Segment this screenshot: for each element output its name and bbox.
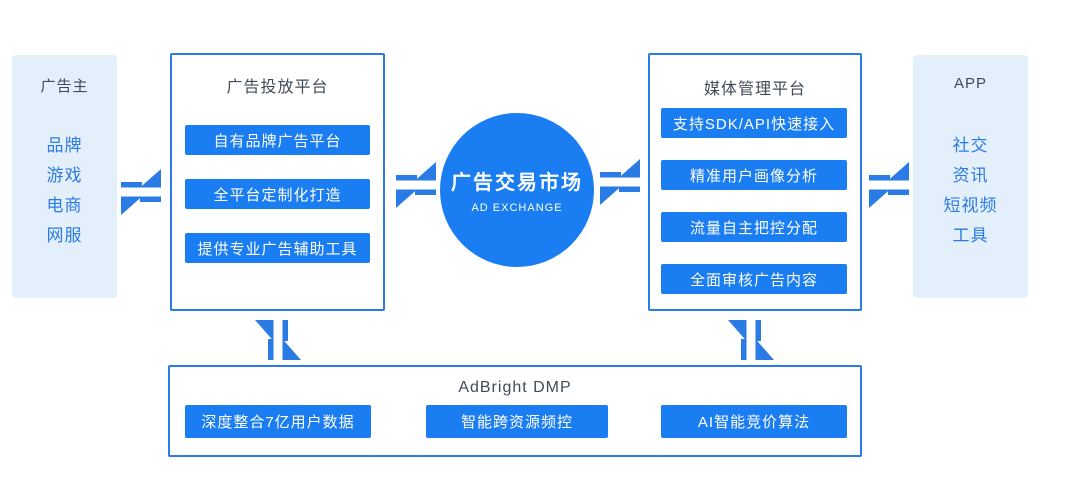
swap-vertical-icon [728, 316, 774, 364]
swap-vertical-icon [255, 316, 301, 364]
swap-horizontal-icon [600, 158, 640, 206]
ad-exchange-subtitle: AD EXCHANGE [471, 202, 563, 214]
dmp-title: AdBright DMP [458, 379, 572, 396]
ad-platform-box: 广告投放平台 自有品牌广告平台 全平台定制化打造 提供专业广告辅助工具 [170, 53, 385, 311]
app-item: 工具 [952, 226, 989, 245]
ad-platform-feature-chip: 提供专业广告辅助工具 [185, 233, 370, 263]
swap-horizontal-icon [869, 161, 909, 209]
advertiser-item: 电商 [46, 196, 83, 215]
ad-exchange-title: 广告交易市场 [451, 172, 583, 194]
dmp-feature-chip: AI智能竞价算法 [661, 405, 847, 438]
app-panel-items: 社交 资讯 短视频 工具 [913, 131, 1028, 251]
app-item: 社交 [952, 136, 989, 155]
ad-platform-title: 广告投放平台 [226, 79, 329, 96]
media-platform-box: 媒体管理平台 支持SDK/API快速接入 精准用户画像分析 流量自主把控分配 全… [648, 53, 862, 311]
swap-horizontal-icon [396, 161, 436, 209]
media-platform-feature-chip: 精准用户画像分析 [661, 160, 847, 190]
media-platform-feature-chip: 流量自主把控分配 [661, 212, 847, 242]
media-platform-feature-chip: 全面审核广告内容 [661, 264, 847, 294]
dmp-feature-chip: 智能跨资源频控 [426, 405, 608, 438]
dmp-box: AdBright DMP 深度整合7亿用户数据 智能跨资源频控 AI智能竞价算法 [168, 365, 862, 457]
advertiser-panel: 广告主 品牌 游戏 电商 网服 [12, 55, 117, 298]
advertiser-panel-items: 品牌 游戏 电商 网服 [12, 131, 117, 251]
app-item: 资讯 [952, 166, 989, 185]
ad-exchange-circle: 广告交易市场 AD EXCHANGE [440, 113, 594, 267]
media-platform-feature-chip: 支持SDK/API快速接入 [661, 108, 847, 138]
swap-horizontal-icon [121, 168, 161, 216]
app-item: 短视频 [943, 196, 998, 215]
app-panel: APP 社交 资讯 短视频 工具 [913, 55, 1028, 298]
advertiser-item: 游戏 [46, 166, 83, 185]
advertiser-panel-title: 广告主 [40, 78, 89, 95]
app-panel-title: APP [953, 75, 987, 92]
advertiser-item: 品牌 [46, 136, 83, 155]
dmp-feature-chip: 深度整合7亿用户数据 [185, 405, 371, 438]
ad-platform-feature-chip: 全平台定制化打造 [185, 179, 370, 209]
ad-platform-feature-chip: 自有品牌广告平台 [185, 125, 370, 155]
media-platform-title: 媒体管理平台 [703, 81, 806, 98]
advertiser-item: 网服 [46, 226, 83, 245]
